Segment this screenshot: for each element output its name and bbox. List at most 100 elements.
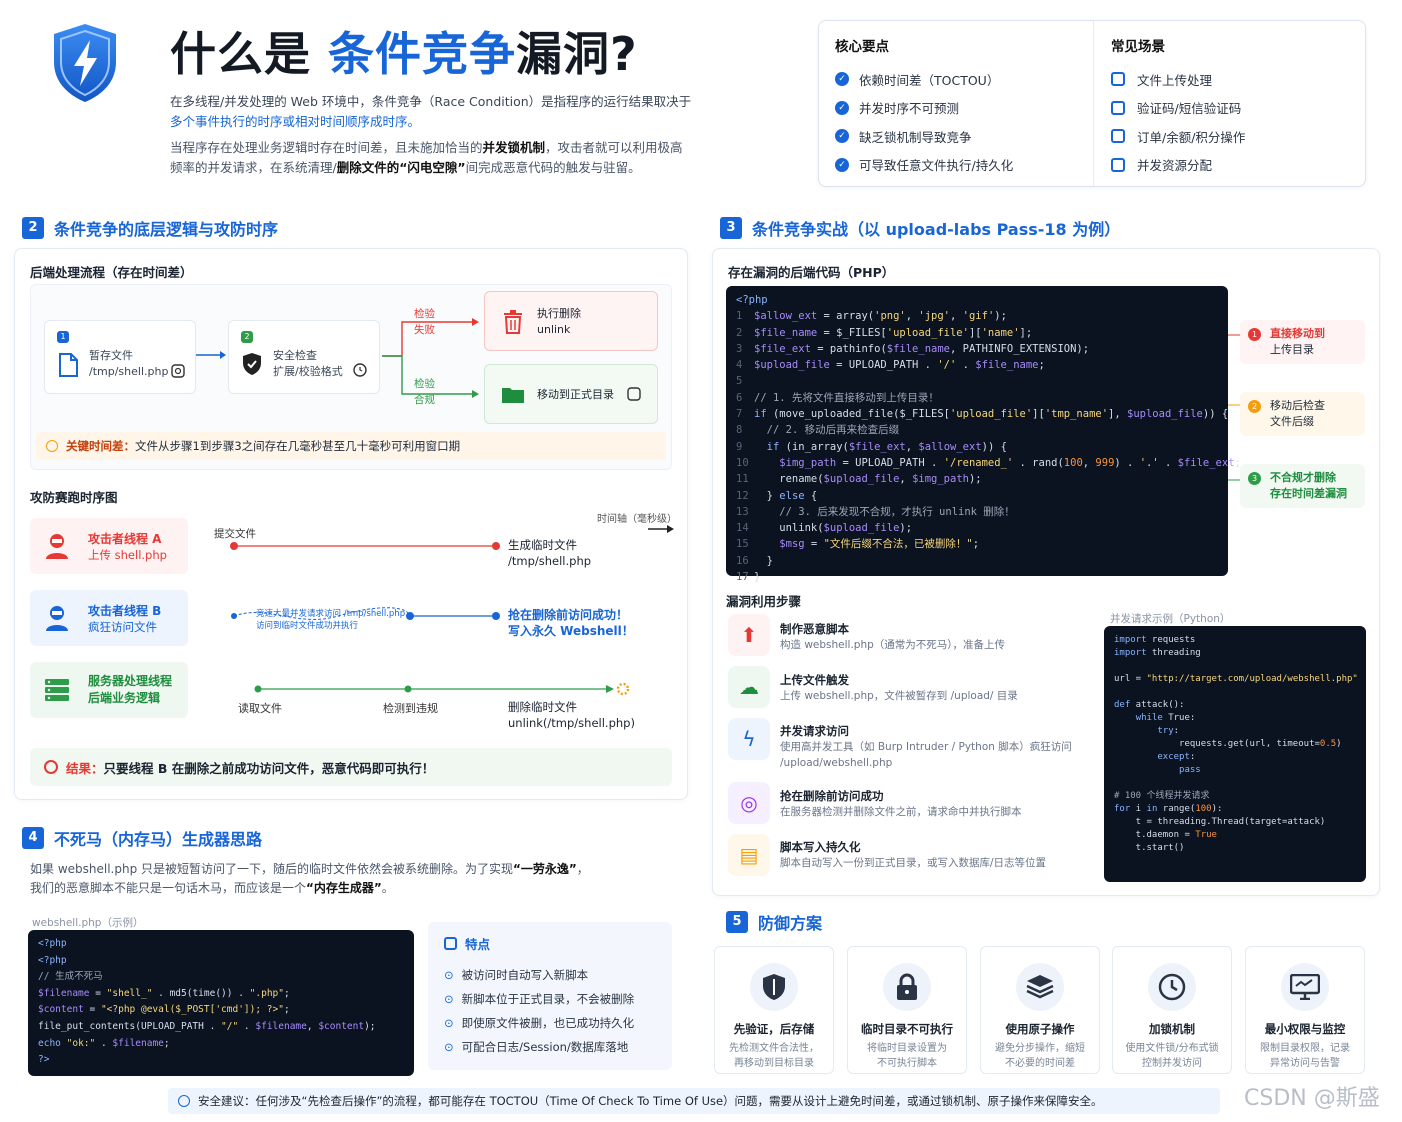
key-time-note: 关键时间差：文件从步骤1到步骤3之间存在几毫秒甚至几十毫秒可利用窗口期: [36, 432, 666, 460]
lane-a-line: [230, 542, 500, 550]
webshell-code-title: webshell.php（示例）: [32, 917, 144, 929]
divider: [1093, 21, 1094, 186]
lane-b-hit: 抢在删除前访问成功！写入永久 Webshell！: [508, 608, 634, 638]
tmp-file-label: 生成临时文件/tmp/shell.php: [508, 538, 592, 568]
flow-node-temp-file: 1 暂存文件 /tmp/shell.php: [44, 320, 196, 394]
branch-ok-label: 检验合规: [414, 378, 435, 406]
feature-item: ⊙新脚本位于正式目录，不会被删除: [444, 992, 635, 1006]
steps-title: 漏洞利用步骤: [726, 594, 802, 609]
lane-attacker-a: 攻击者线程 A 上传 shell.php: [30, 518, 188, 574]
section-4-desc: 如果 webshell.php 只是被短暂访问了一下，随后的临时文件依然会被系统…: [30, 862, 589, 895]
clock-icon: [1148, 963, 1196, 1011]
flow-node-security-check: 2 安全检查 扩展/校验格式: [228, 320, 380, 394]
defense-card: 最小权限与监控限制目录权限，记录异常访问与告警: [1245, 946, 1365, 1074]
security-tip: 安全建议：任何涉及“先检查后操作”的流程，都可能存在 TOCTOU（Time O…: [168, 1088, 1220, 1114]
watermark: CSDN @斯盛: [1244, 1086, 1380, 1111]
check-icon: ✓: [835, 157, 849, 172]
lock-icon: [883, 963, 931, 1011]
clock-icon: [171, 364, 185, 378]
key-point-item: ✓缺乏锁机制导致竞争: [835, 122, 1077, 151]
hacker-icon: [46, 534, 68, 559]
arrow: [196, 351, 226, 359]
feature-item: ⊙可配合日志/Session/数据库落地: [444, 1040, 629, 1054]
features-box: 特点 ⊙被访问时自动写入新脚本 ⊙新脚本位于正式目录，不会被删除 ⊙即使原文件被…: [428, 922, 672, 1070]
monitor-icon: [1281, 963, 1329, 1011]
server-icon: [45, 679, 69, 701]
trash-icon: [504, 310, 522, 334]
scenes-title: 常见场景: [1111, 39, 1165, 55]
check-circle-icon: ⊙: [444, 1016, 454, 1030]
race-title: 攻防赛跑时序图: [30, 490, 118, 505]
check-circle-icon: ⊙: [444, 1040, 454, 1054]
clock-icon: [46, 440, 58, 452]
feature-item: ⊙即使原文件被删，也已成功持久化: [444, 1016, 635, 1030]
page-title: 什么是 条件竞争漏洞?: [170, 27, 638, 81]
webshell-php-code: <?php <?php // 生成不死马 $filename = "shell_…: [28, 930, 414, 1076]
result-banner: 结果：只要线程 B 在删除之前成功访问文件，恶意代码即可执行！: [30, 748, 672, 786]
hacker-icon: [46, 606, 68, 631]
check-icon: ✓: [835, 72, 849, 87]
defense-card: 使用原子操作避免分步操作，缩短不必要的时间差: [980, 946, 1100, 1074]
layers-icon: [1016, 963, 1064, 1011]
lane-attacker-b: 攻击者线程 B 疯狂访问文件: [30, 590, 188, 646]
vuln-php-code: <?php 1$allow_ext = array('png', 'jpg', …: [726, 286, 1241, 583]
upload-icon: [1111, 72, 1125, 87]
defense-card: 临时目录不可执行将临时目录设置为不可执行脚本: [847, 946, 967, 1074]
python-race-code: import requests import threading url = "…: [1104, 626, 1366, 882]
scene-item: 验证码/短信验证码: [1111, 94, 1349, 123]
flow-title: 后端处理流程（存在时间差）: [30, 265, 193, 280]
defense-card: 加锁机制使用文件锁/分布式锁控制并发访问: [1112, 946, 1232, 1074]
scene-item: 文件上传处理: [1111, 65, 1349, 94]
key-points-column: 核心要点 ✓依赖时间差（TOCTOU） ✓并发时序不可预测 ✓缺乏锁机制导致竞争…: [819, 21, 1093, 186]
flow-node-move: 移动到正式目录: [484, 364, 658, 424]
shield-check-icon: [243, 353, 261, 375]
target-icon: ◎: [728, 782, 770, 824]
step-item: 抢在删除前访问成功在服务器检测并删除文件之前，请求命中并执行脚本: [780, 789, 1022, 818]
lane-b-line: [231, 607, 500, 620]
check-icon: ✓: [835, 100, 849, 115]
server-step-read: 读取文件: [238, 702, 282, 715]
check-circle-icon: ⊙: [444, 992, 454, 1006]
sms-icon: [1111, 100, 1125, 115]
upload-arrow-icon: ⬆: [728, 614, 770, 656]
resource-icon: [1111, 157, 1125, 172]
step-item: 脚本写入持久化脚本自动写入一份到正式目录，或写入数据库/日志等位置: [780, 840, 1047, 869]
server-step-detect: 检测到违规: [383, 702, 438, 715]
flow-node-delete: 执行删除 unlink: [484, 291, 658, 351]
python-code-title: 并发请求示例（Python）: [1110, 613, 1231, 625]
shield-icon: [750, 963, 798, 1011]
submit-label: 提交文件: [214, 528, 256, 540]
scenes-column: 常见场景 文件上传处理 验证码/短信验证码 订单/余额/积分操作 并发资源分配: [1095, 21, 1365, 186]
branch-fail-label: 检验失败: [414, 308, 435, 336]
key-points-box: 核心要点 ✓依赖时间差（TOCTOU） ✓并发时序不可预测 ✓缺乏锁机制导致竞争…: [818, 20, 1366, 187]
scene-item: 并发资源分配: [1111, 151, 1349, 180]
step-item: 制作恶意脚本构造 webshell.php（通常为不死马），准备上传: [780, 622, 1006, 651]
target-icon: [44, 760, 58, 774]
lock-box-icon: [627, 387, 641, 401]
feature-item: ⊙被访问时自动写入新脚本: [444, 968, 589, 982]
check-circle-icon: ⊙: [444, 968, 454, 982]
shield-check-icon: [444, 937, 457, 950]
key-point-item: ✓并发时序不可预测: [835, 94, 1077, 123]
step-item: 上传文件触发上传 webshell.php，文件被暂存到 /upload/ 目录: [780, 673, 1018, 702]
lane-server-line: [254, 682, 630, 696]
lane-server: 服务器处理线程后端业务逻辑: [30, 662, 188, 718]
vuln-code-title: 存在漏洞的后端代码（PHP）: [728, 265, 895, 280]
key-point-item: ✓依赖时间差（TOCTOU）: [835, 65, 1077, 94]
axis-label: 时间轴（毫秒级）: [597, 514, 677, 525]
shield-lightning-icon: [54, 24, 116, 102]
file-icon: [59, 353, 78, 377]
folder-icon: [502, 388, 524, 403]
order-icon: [1111, 129, 1125, 144]
cloud-upload-icon: ☁: [728, 666, 770, 708]
document-icon: ▤: [728, 834, 770, 876]
check-icon: ✓: [835, 129, 849, 144]
